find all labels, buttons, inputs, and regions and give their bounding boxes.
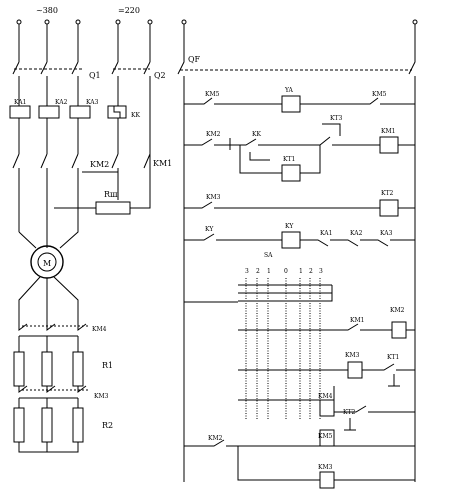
kt1-contact-label: KT1 [387, 354, 399, 361]
km4-label: KM4 [92, 326, 107, 333]
kt1-coil [281, 164, 301, 182]
kt3-label: KT3 [330, 115, 342, 122]
km1-label: KM1 [381, 128, 395, 135]
ac-supply-label: ~380 [36, 6, 58, 15]
km3-coil-label: KM3 [345, 352, 360, 359]
terminal [16, 19, 22, 25]
sa-position: 3 [319, 268, 323, 275]
terminal [412, 19, 418, 25]
km1-contact-label: KM1 [350, 317, 364, 324]
ka1-label: KA1 [14, 99, 26, 106]
r1-a [13, 351, 25, 387]
km5-b-label: KM5 [372, 91, 387, 98]
km2-label: KM2 [206, 131, 221, 138]
r2-a [13, 407, 25, 443]
km4-contact-label: KM4 [318, 393, 333, 400]
sa-position: 1 [267, 268, 271, 275]
kk-contact-label: KK [252, 131, 261, 138]
km1-power-label: KM1 [153, 159, 172, 168]
rsh-resistor [95, 201, 131, 215]
ky-a-label: KY [205, 226, 214, 233]
km1-coil [379, 136, 399, 154]
q1-label: Q1 [89, 71, 101, 80]
sa-position: 2 [309, 268, 313, 275]
r2-label: R2 [102, 421, 113, 430]
r1-c [72, 351, 84, 387]
sa-position: 0 [284, 268, 288, 275]
kt1-label: KT1 [283, 156, 295, 163]
km2-bottom-label: KM2 [208, 435, 223, 442]
ky-b-label: KY [285, 223, 294, 230]
terminal [181, 19, 187, 25]
sa-position: 1 [299, 268, 303, 275]
km5-coil-label: KM5 [318, 433, 333, 440]
km5-coil [319, 429, 335, 447]
kt2-coil [379, 199, 399, 217]
q2-label: Q2 [154, 71, 166, 80]
sa-position: 3 [245, 268, 249, 275]
km3-coil [347, 361, 363, 379]
km2-coil [391, 321, 407, 339]
km3-power-label: KM3 [94, 393, 109, 400]
ka2-contact-label: KA2 [350, 230, 363, 237]
r2-c [72, 407, 84, 443]
km2-power-label: KM2 [90, 160, 109, 169]
terminal [44, 19, 50, 25]
r1-label: R1 [102, 361, 113, 370]
dc-supply-label: =220 [118, 6, 140, 15]
power-circuit: ~380 =220 Q1 Q2 KA1 KA2 KA3 KK [9, 6, 172, 453]
km5-a-label: KM5 [205, 91, 220, 98]
kt2-contact-label: KT2 [343, 409, 355, 416]
control-circuit: QF KM5 YA KM5 KM2 KK KT3 KM1 KT1 KM3 KT2… [177, 19, 418, 489]
rsh-label: Rш [104, 190, 118, 199]
terminal [147, 19, 153, 25]
ka2-label: KA2 [55, 99, 68, 106]
ka2-coil [38, 105, 60, 119]
kk-label: KK [131, 112, 140, 119]
ka3-coil [69, 105, 91, 119]
sa-position: 2 [256, 268, 260, 275]
terminal [115, 19, 121, 25]
ya-label: YA [284, 87, 293, 94]
km2-coil-label: KM2 [390, 307, 405, 314]
sa-switch-matrix [238, 278, 333, 420]
km3-bottom-label: KM3 [318, 464, 333, 471]
motor-inner [37, 252, 57, 272]
km3-bottom-coil [319, 471, 335, 489]
r1-b [41, 351, 53, 387]
terminal [75, 19, 81, 25]
sa-positions: 3 2 1 0 1 2 3 [245, 268, 323, 275]
ka3-label: KA3 [86, 99, 99, 106]
ky-coil [281, 231, 301, 249]
qf-label: QF [188, 55, 201, 64]
ka1-contact-label: KA1 [320, 230, 332, 237]
ya-coil [281, 95, 301, 113]
motor-label: M [43, 259, 51, 268]
ka1-coil [9, 105, 31, 119]
km4-coil [319, 399, 335, 417]
kt2-label: KT2 [381, 190, 393, 197]
sa-label: SA [264, 252, 273, 259]
km3-label: KM3 [206, 194, 221, 201]
ka3-contact-label: KA3 [380, 230, 393, 237]
r2-b [41, 407, 53, 443]
